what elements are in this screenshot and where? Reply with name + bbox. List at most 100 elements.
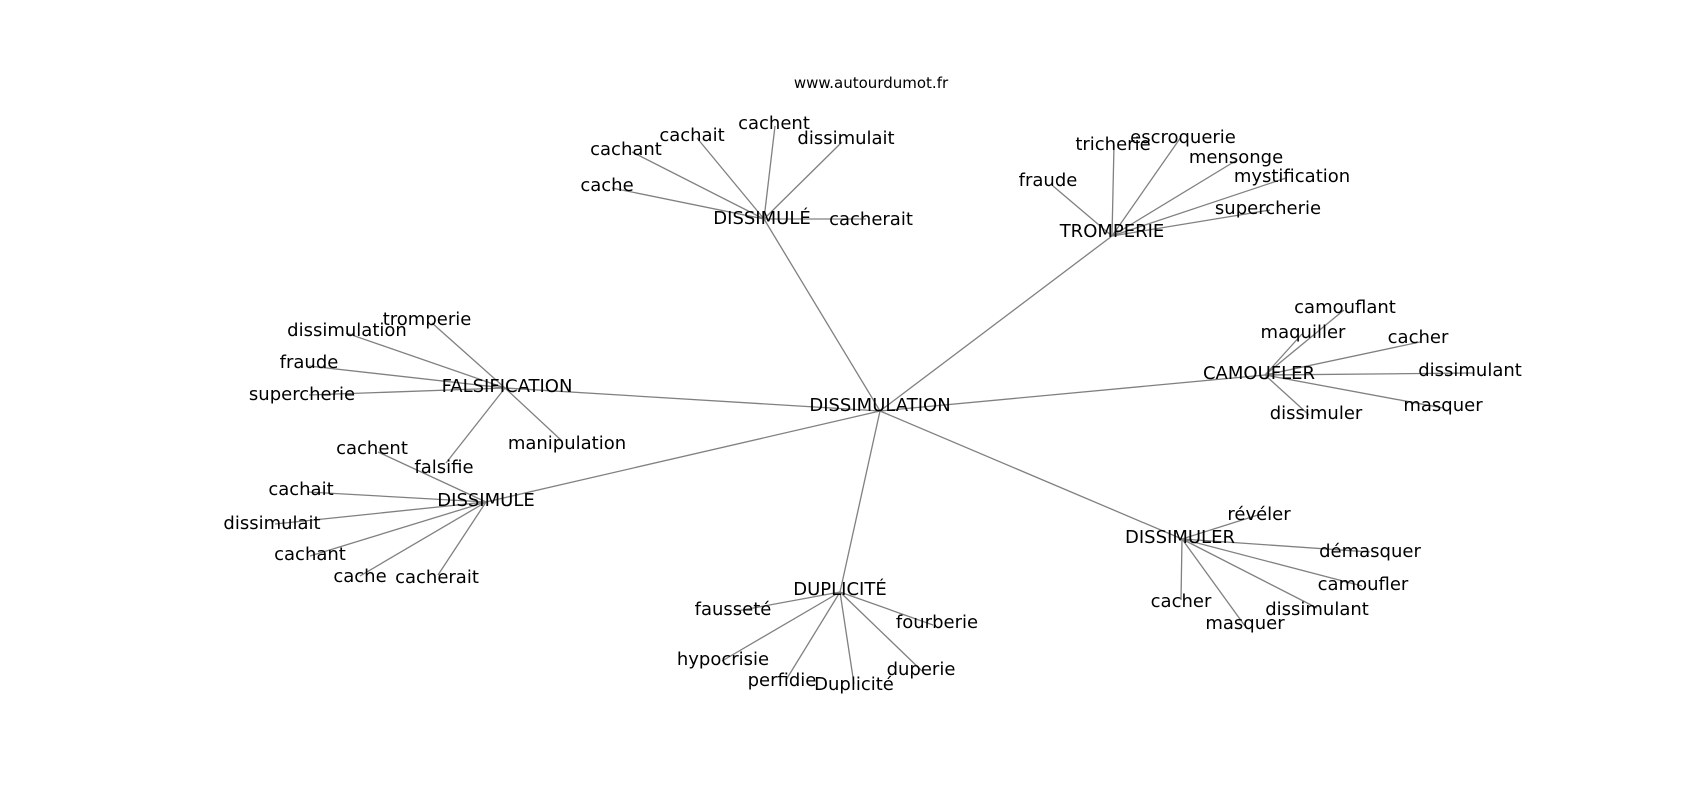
edge-center-falsification [504,387,881,412]
leaf-dissimule-1[interactable]: cachait [268,479,333,500]
edge-duplicite-leaf-1 [839,591,934,626]
graph-edges [274,125,1474,685]
leaf-tromperie-2[interactable]: escroquerie [1130,127,1236,148]
node-tromperie[interactable]: TROMPERIE [1059,221,1165,242]
edge-tromperie-leaf-3 [1111,159,1238,237]
node-dissimuler[interactable]: DISSIMULER [1125,527,1235,548]
edge-center-tromperie [879,235,1113,412]
graph-labels: DISSIMULATIONDISSIMULÉcachecachantcachai… [223,113,1521,695]
leaf-camoufler-1[interactable]: maquiller [1261,322,1346,343]
edge-dissimule-accent-leaf-1 [631,151,765,220]
leaf-dissimule-3[interactable]: cachant [274,544,346,565]
edge-falsification-leaf-2 [308,365,506,389]
leaf-duplicite-1[interactable]: fourberie [896,612,978,633]
leaf-dissimule-4[interactable]: cache [333,566,386,587]
leaf-dissimuler-3[interactable]: dissimulant [1265,599,1369,620]
leaf-dissimule-accent-4[interactable]: dissimulait [797,128,894,149]
edge-dissimule-leaf-2 [274,501,487,525]
leaf-duplicite-0[interactable]: fausseté [695,599,772,620]
leaf-dissimule-0[interactable]: cachent [336,438,408,459]
edge-center-dissimuler [879,410,1183,540]
node-duplicite[interactable]: DUPLICITÉ [793,578,886,600]
edge-falsification-leaf-1 [345,332,506,389]
edge-dissimuler-leaf-0 [1181,514,1259,540]
edge-dissimule-leaf-3 [309,501,487,557]
edge-duplicite-leaf-3 [785,591,841,681]
edge-dissimule-accent-leaf-4 [763,141,843,220]
edge-camoufler-leaf-2 [1264,341,1421,376]
leaf-tromperie-1[interactable]: tricherie [1075,134,1150,155]
leaf-dissimuler-2[interactable]: camoufler [1318,574,1409,595]
edge-duplicite-leaf-2 [721,591,841,662]
edge-center-camoufler [879,374,1266,412]
leaf-dissimuler-5[interactable]: cacher [1151,591,1212,612]
edge-camoufler-leaf-0 [1264,309,1345,376]
edge-dissimuler-leaf-5 [1180,538,1183,601]
edge-falsification-leaf-5 [445,387,506,464]
leaf-dissimuler-1[interactable]: démasquer [1319,541,1421,562]
edge-duplicite-leaf-0 [736,591,841,612]
edge-dissimuler-leaf-1 [1181,538,1371,553]
edge-falsification-leaf-3 [308,387,506,396]
leaf-camoufler-4[interactable]: masquer [1403,395,1483,416]
node-dissimule-accent[interactable]: DISSIMULÉ [713,207,810,229]
leaf-dissimule-accent-0[interactable]: cache [580,175,633,196]
leaf-dissimule-accent-3[interactable]: cachent [738,113,810,134]
node-falsification[interactable]: FALSIFICATION [442,376,573,397]
leaf-tromperie-0[interactable]: fraude [1019,170,1078,191]
edge-center-dissimule [485,410,881,503]
leaf-duplicite-4[interactable]: Duplicité [814,674,894,695]
edge-dissimule-leaf-0 [377,451,487,503]
leaf-camoufler-3[interactable]: dissimulant [1418,360,1522,381]
edge-dissimule-accent-leaf-2 [696,137,765,220]
leaf-falsification-0[interactable]: tromperie [383,309,472,330]
node-dissimule[interactable]: DISSIMULE [437,490,534,511]
edge-center-duplicite [839,410,881,593]
edge-dissimuler-leaf-4 [1181,538,1246,627]
edge-tromperie-leaf-5 [1111,209,1271,237]
edge-camoufler-leaf-3 [1264,372,1474,376]
leaf-dissimule-2[interactable]: dissimulait [223,513,320,534]
leaf-dissimuler-0[interactable]: révéler [1227,504,1291,525]
leaf-dissimule-5[interactable]: cacherait [395,567,479,588]
leaf-falsification-3[interactable]: supercherie [249,384,355,405]
leaf-dissimule-accent-5[interactable]: cacherait [829,209,913,230]
edge-dissimule-accent-leaf-0 [611,187,765,220]
leaf-falsification-2[interactable]: fraude [280,352,339,373]
leaf-falsification-4[interactable]: manipulation [508,433,626,454]
leaf-camoufler-0[interactable]: camouflant [1294,297,1396,318]
edge-tromperie-leaf-1 [1111,144,1115,237]
leaf-duplicite-3[interactable]: perfidie [748,670,817,691]
source-label[interactable]: www.autourdumot.fr [794,74,949,92]
edge-tromperie-leaf-4 [1111,177,1287,237]
edge-dissimule-leaf-1 [307,491,487,503]
leaf-tromperie-3[interactable]: mensonge [1189,147,1283,168]
edge-dissimule-leaf-4 [359,501,487,577]
leaf-tromperie-5[interactable]: supercherie [1215,198,1321,219]
edge-duplicite-leaf-5 [839,591,923,672]
leaf-duplicite-2[interactable]: hypocrisie [677,649,769,670]
node-camoufler[interactable]: CAMOUFLER [1203,363,1315,384]
leaf-falsification-5[interactable]: falsifie [414,457,473,478]
edge-camoufler-leaf-1 [1264,333,1303,376]
edge-falsification-leaf-0 [431,322,506,389]
edge-center-dissimule-accent [763,218,881,412]
edge-camoufler-leaf-5 [1264,374,1310,416]
leaf-dissimule-accent-1[interactable]: cachant [590,139,662,160]
edge-tromperie-leaf-0 [1052,185,1113,237]
leaf-dissimuler-4[interactable]: masquer [1205,613,1285,634]
leaf-camoufler-2[interactable]: cacher [1388,327,1449,348]
leaf-duplicite-5[interactable]: duperie [887,659,956,680]
edge-falsification-leaf-4 [504,387,563,442]
leaf-falsification-1[interactable]: dissimulation [287,320,407,341]
leaf-camoufler-5[interactable]: dissimuler [1270,403,1363,424]
edge-dissimule-accent-leaf-3 [763,125,776,220]
leaf-tromperie-4[interactable]: mystification [1234,166,1350,187]
edge-dissimuler-leaf-3 [1181,538,1318,609]
node-center[interactable]: DISSIMULATION [809,395,950,416]
edge-dissimuler-leaf-2 [1181,538,1363,587]
edge-camoufler-leaf-4 [1264,374,1444,409]
leaf-dissimule-accent-2[interactable]: cachait [659,125,724,146]
edge-duplicite-leaf-4 [839,591,855,685]
